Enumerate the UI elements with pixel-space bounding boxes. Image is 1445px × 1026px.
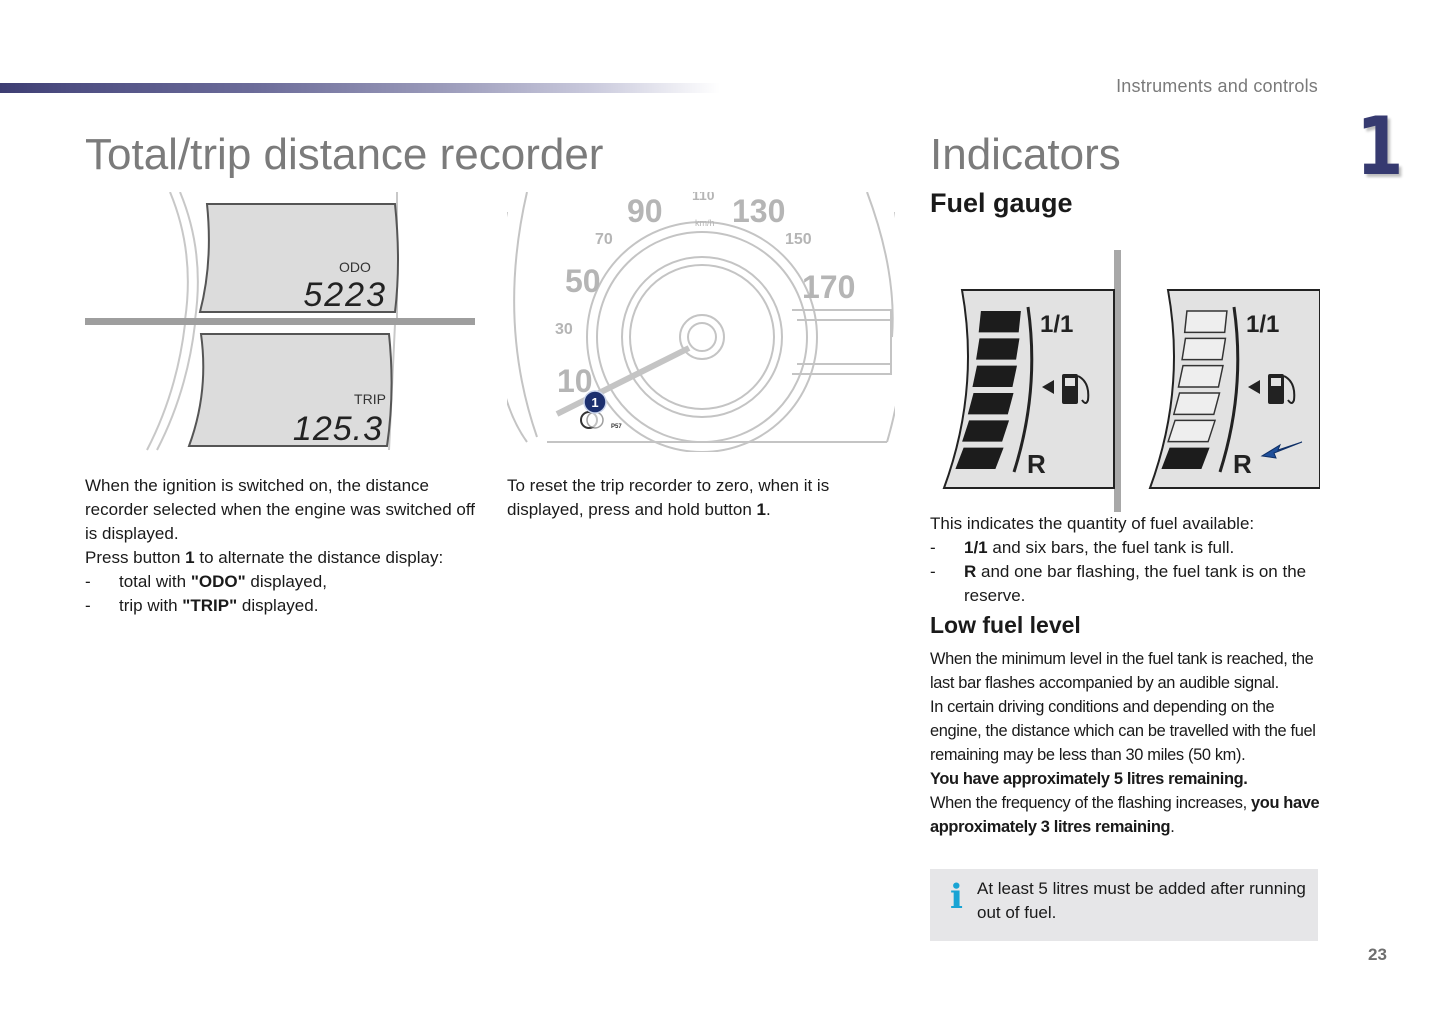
trip-label: TRIP bbox=[354, 391, 386, 407]
fuel-gauge-description: This indicates the quantity of fuel avai… bbox=[930, 512, 1320, 608]
full-label-bottom: R bbox=[1027, 449, 1046, 479]
page-title-distance-recorder: Total/trip distance recorder bbox=[85, 130, 604, 179]
info-icon: i bbox=[950, 877, 963, 917]
fuel-bar-filled bbox=[978, 311, 1021, 333]
button-code: P57 bbox=[611, 424, 622, 430]
gauge-separator bbox=[1114, 250, 1121, 512]
reserve-label-bottom: R bbox=[1233, 449, 1252, 479]
speed-label-70: 70 bbox=[595, 231, 613, 248]
info-note: i At least 5 litres must be added after … bbox=[930, 869, 1318, 941]
speed-label-10: 10 bbox=[557, 363, 593, 399]
page-title-indicators: Indicators bbox=[930, 130, 1121, 179]
speed-label-150: 150 bbox=[785, 231, 812, 248]
fuel-pump-icon bbox=[1268, 374, 1296, 404]
fuel-bar-filled bbox=[955, 447, 1004, 470]
odo-trip-description: When the ignition is switched on, the di… bbox=[85, 474, 485, 618]
list-item: -total with "ODO" displayed, bbox=[85, 572, 327, 591]
fuel-bar-filled bbox=[967, 393, 1014, 415]
divider-bar bbox=[85, 318, 475, 325]
reserve-arrow-icon bbox=[1260, 441, 1303, 459]
trip-lcd-panel: TRIP 125.3 bbox=[187, 333, 393, 448]
paragraph: When the ignition is switched on, the di… bbox=[85, 476, 475, 543]
fuel-bar-filled bbox=[962, 420, 1010, 442]
header-gradient-bar bbox=[0, 83, 720, 93]
speedometer-illustration: 90 110 km/h 130 70 150 50 170 30 10 1 P5… bbox=[507, 192, 895, 452]
list-item: -trip with "TRIP" displayed. bbox=[85, 596, 319, 615]
speed-label-50: 50 bbox=[565, 263, 601, 299]
callout-number: 1 bbox=[591, 395, 598, 410]
speed-unit: km/h bbox=[695, 218, 715, 228]
paragraph: In certain driving conditions and depend… bbox=[930, 698, 1316, 764]
fuel-bar-empty bbox=[1183, 310, 1228, 334]
list-item: -R and one bar flashing, the fuel tank i… bbox=[930, 562, 1307, 605]
odo-label: ODO bbox=[339, 259, 371, 275]
reserve-label-top: 1/1 bbox=[1246, 311, 1279, 338]
paragraph: When the frequency of the flashing incre… bbox=[930, 794, 1320, 836]
fuel-gauge-full: 1/1 R bbox=[942, 289, 1115, 489]
low-fuel-heading: Low fuel level bbox=[930, 612, 1081, 638]
trip-reset-description: To reset the trip recorder to zero, when… bbox=[507, 474, 887, 522]
paragraph: When the minimum level in the fuel tank … bbox=[930, 650, 1314, 692]
speed-label-130: 130 bbox=[732, 193, 785, 229]
section-label: Instruments and controls bbox=[1116, 76, 1318, 96]
odo-value: 5223 bbox=[303, 276, 387, 314]
page-number: 23 bbox=[1368, 945, 1387, 964]
speed-label-90: 90 bbox=[627, 193, 663, 229]
trip-reset-button[interactable] bbox=[580, 411, 604, 429]
odo-trip-illustration: ODO 5223 TRIP 125.3 bbox=[85, 192, 475, 451]
button-callout-badge: 1 bbox=[583, 390, 607, 414]
paragraph: Press button 1 to alternate the distance… bbox=[85, 548, 444, 567]
paragraph: You have approximately 5 litres remainin… bbox=[930, 770, 1248, 788]
speed-label-170: 170 bbox=[802, 269, 855, 305]
speed-label-30: 30 bbox=[555, 321, 573, 338]
paragraph: To reset the trip recorder to zero, when… bbox=[507, 476, 830, 519]
fuel-bar-empty bbox=[1167, 419, 1217, 443]
odo-lcd-panel: ODO 5223 bbox=[198, 203, 399, 314]
fuel-bar-filled bbox=[972, 365, 1017, 387]
trip-value: 125.3 bbox=[293, 410, 383, 448]
fuel-bar-empty bbox=[1177, 364, 1224, 388]
fuel-bar-filled bbox=[976, 338, 1020, 360]
paragraph: This indicates the quantity of fuel avai… bbox=[930, 514, 1255, 533]
fuel-gauge-reserve: 1/1 R bbox=[1148, 289, 1320, 489]
fuel-gauge-heading: Fuel gauge bbox=[930, 188, 1073, 218]
info-note-text: At least 5 litres must be added after ru… bbox=[977, 879, 1306, 922]
low-fuel-description: When the minimum level in the fuel tank … bbox=[930, 647, 1325, 839]
speed-label-110: 110 bbox=[692, 192, 715, 203]
fuel-bar-empty bbox=[1181, 337, 1227, 361]
full-label-top: 1/1 bbox=[1040, 311, 1073, 338]
fuel-bar-empty bbox=[1172, 392, 1221, 416]
fuel-bar-filled bbox=[1161, 447, 1210, 470]
fuel-pump-icon bbox=[1062, 374, 1090, 404]
fuel-gauge-illustration: 1/1 R 1/1 R bbox=[942, 250, 1320, 512]
chapter-number: 1 bbox=[1356, 100, 1404, 193]
list-item: -1/1 and six bars, the fuel tank is full… bbox=[930, 538, 1235, 557]
